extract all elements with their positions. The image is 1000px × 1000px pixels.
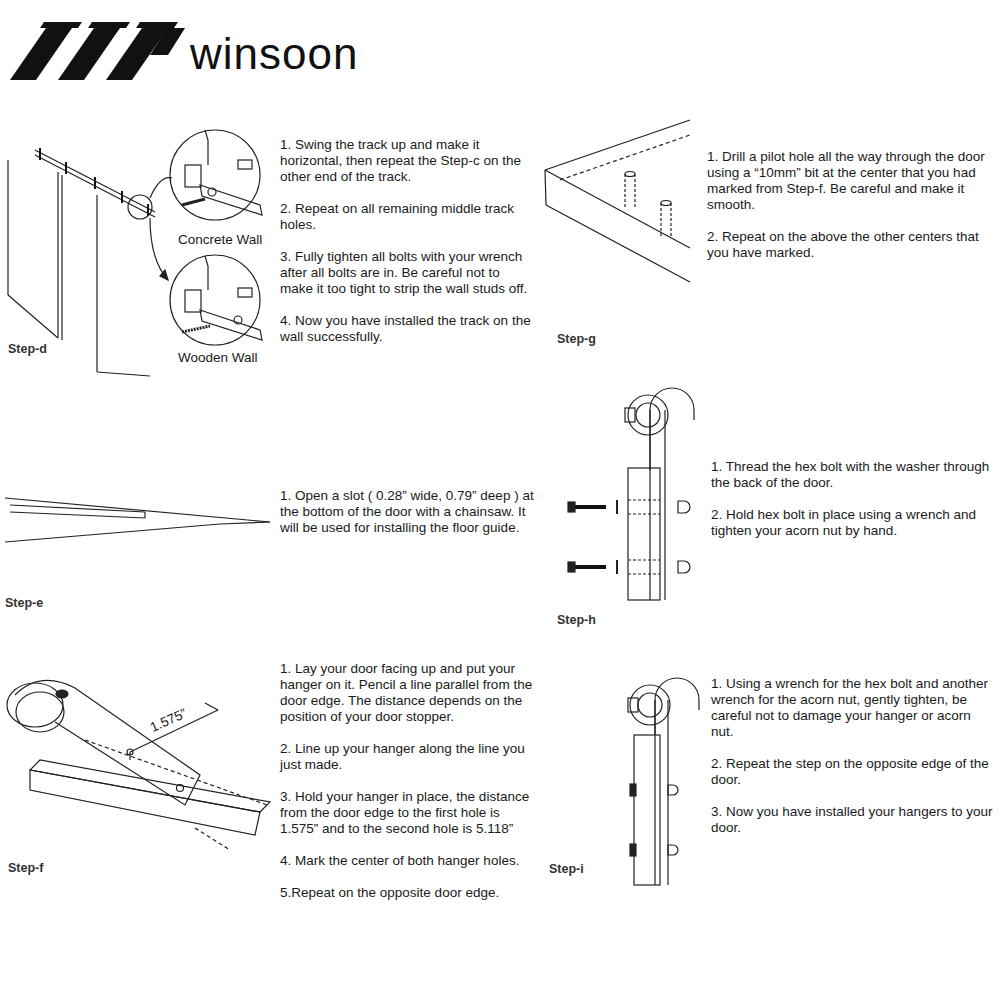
- instruction-column: 1. Drill a pilot hole all the way throug…: [707, 149, 992, 277]
- step-label: Step-d: [8, 341, 47, 357]
- instruction-text: 2. Repeat on all remaining middle track …: [280, 201, 535, 233]
- instruction-text: 1. Lay your door facing up and put your …: [280, 661, 535, 725]
- instruction-text: 1. Swing the track up and make it horizo…: [280, 137, 535, 185]
- instruction-column: 1. Lay your door facing up and put your …: [280, 661, 535, 917]
- instruction-column: 1. Thread the hex bolt with the washer t…: [711, 459, 995, 555]
- instruction-text: 3. Hold your hanger in place, the distan…: [280, 789, 535, 837]
- logo-mark: [10, 22, 185, 80]
- instruction-text: 1. Using a wrench for the hex bolt and a…: [711, 676, 995, 740]
- instruction-text: 3. Fully tighten all bolts with your wre…: [280, 249, 535, 297]
- hanger-marking: [7, 680, 270, 850]
- instruction-text: 1. Drill a pilot hole all the way throug…: [707, 149, 992, 213]
- instruction-column: 1. Using a wrench for the hex bolt and a…: [711, 676, 995, 852]
- dimension: 1.575”: [146, 705, 191, 737]
- instruction-column: 1. Swing the track up and make it horizo…: [280, 137, 535, 361]
- drill-illustration: [545, 120, 690, 282]
- slot-illustration: [5, 498, 270, 542]
- brand-name: winsoon: [190, 30, 358, 78]
- instruction-text: 2. Repeat on the above the other centers…: [707, 229, 992, 261]
- step-label: Step-e: [5, 595, 43, 611]
- instruction-text: 4. Now you have installed the track on t…: [280, 313, 535, 345]
- callout-label: Concrete Wall: [178, 232, 262, 248]
- step-label: Step-f: [8, 860, 43, 876]
- instruction-text: 2. Repeat the step on the opposite edge …: [711, 756, 995, 788]
- instruction-text: 1. Open a slot ( 0.28” wide, 0.79” deep …: [280, 488, 545, 536]
- hanger-exploded: [568, 388, 694, 600]
- hanger-assembled: [628, 678, 699, 885]
- instruction-text: 3. Now you have installed your hangers t…: [711, 804, 995, 836]
- instruction-column: 1. Open a slot ( 0.28” wide, 0.79” deep …: [280, 488, 545, 552]
- instruction-text: 2. Hold hex bolt in place using a wrench…: [711, 507, 995, 539]
- callout-label: Wooden Wall: [178, 350, 258, 366]
- step-label: Step-i: [549, 861, 584, 877]
- track-illustration: [8, 130, 262, 376]
- step-label: Step-h: [557, 612, 596, 628]
- instruction-text: 5.Repeat on the opposite door edge.: [280, 885, 535, 901]
- instruction-text: 1. Thread the hex bolt with the washer t…: [711, 459, 995, 491]
- instruction-text: 2. Line up your hanger along the line yo…: [280, 741, 535, 773]
- step-label: Step-g: [557, 331, 596, 347]
- instruction-text: 4. Mark the center of both hanger holes.: [280, 853, 535, 869]
